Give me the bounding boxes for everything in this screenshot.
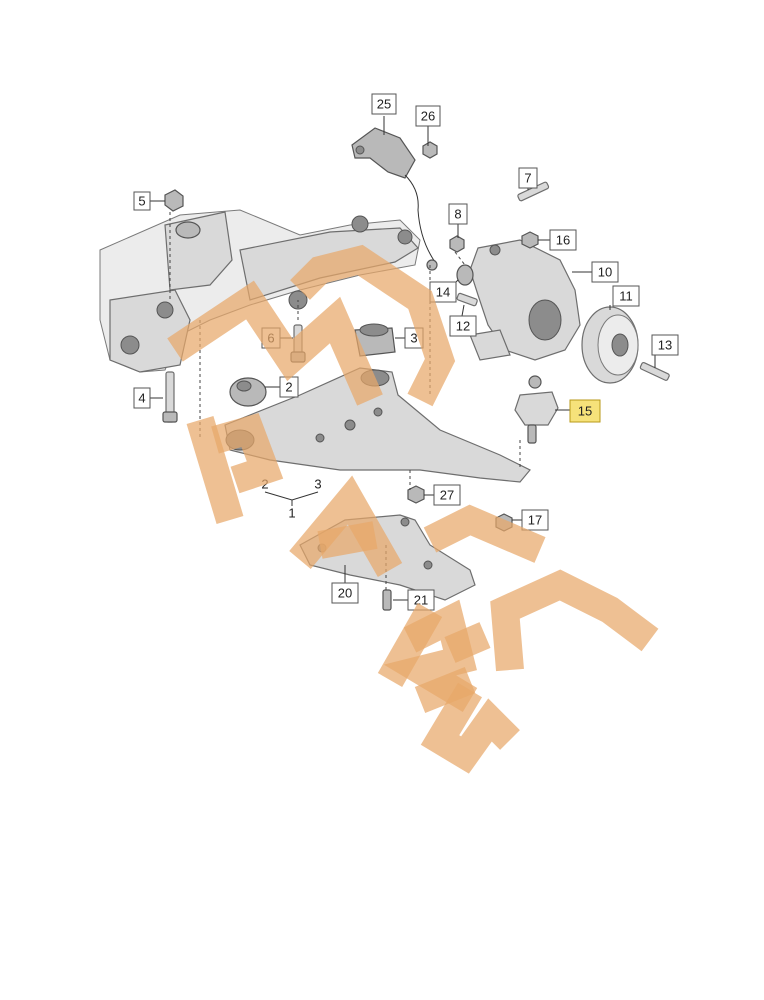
callout-25-label: 25 — [377, 97, 391, 112]
callout-27[interactable]: 27 — [433, 484, 461, 506]
callout-26-label: 26 — [421, 109, 435, 124]
callout-16-label: 16 — [556, 233, 570, 248]
callout-2-upper-label: 2 — [285, 380, 292, 395]
callout-10-label: 10 — [598, 265, 612, 280]
callout-17[interactable]: 17 — [521, 509, 549, 531]
nut-part-26 — [422, 141, 438, 159]
callout-13[interactable]: 13 — [651, 334, 679, 356]
nut-part-16 — [521, 231, 539, 249]
callout-4[interactable]: 4 — [133, 387, 151, 409]
callout-13-label: 13 — [658, 338, 672, 353]
callout-5-label: 5 — [138, 194, 145, 209]
callout-3-upper-label: 3 — [410, 331, 417, 346]
callout-2-upper[interactable]: 2 — [279, 376, 299, 398]
bushing-part-14 — [456, 264, 474, 286]
sensor-bracket-part-25 — [351, 127, 438, 271]
callout-8-label: 8 — [454, 207, 461, 222]
steering-knuckle-part-10 — [469, 239, 581, 361]
callout-21-label: 21 — [414, 593, 428, 608]
callout-14-label: 14 — [436, 285, 450, 300]
nut-part-5 — [164, 189, 184, 212]
nut-part-27 — [407, 485, 425, 504]
callout-14[interactable]: 14 — [429, 281, 457, 303]
ball-joint-part-15 — [514, 375, 559, 444]
callout-7[interactable]: 7 — [518, 167, 538, 189]
bushing-part-2 — [229, 377, 267, 407]
clip-part-21 — [382, 589, 392, 611]
callout-12-label: 12 — [456, 319, 470, 334]
callout-15-label: 15 — [578, 404, 592, 419]
callout-12[interactable]: 12 — [449, 315, 477, 337]
bolt-part-12 — [456, 292, 478, 307]
callout-20-label: 20 — [338, 586, 352, 601]
callout-25[interactable]: 25 — [371, 93, 397, 115]
bolt-part-4 — [162, 371, 178, 423]
callout-16[interactable]: 16 — [549, 229, 577, 251]
callout-4-label: 4 — [138, 391, 145, 406]
callout-3-lower-label: 3 — [314, 477, 321, 492]
callout-21[interactable]: 21 — [407, 589, 435, 611]
nut-part-8 — [449, 235, 465, 253]
callout-27-label: 27 — [440, 488, 454, 503]
callout-20[interactable]: 20 — [331, 582, 359, 604]
callout-10[interactable]: 10 — [591, 261, 619, 283]
callout-26[interactable]: 26 — [415, 105, 441, 127]
callout-5[interactable]: 5 — [133, 191, 151, 211]
callout-8[interactable]: 8 — [448, 203, 468, 225]
callout-11[interactable]: 11 — [612, 285, 640, 307]
callout-group-1[interactable]: 2 3 1 — [261, 477, 321, 521]
callout-15[interactable]: 15 — [569, 399, 601, 423]
callout-1-label: 1 — [288, 506, 295, 521]
watermark-logo — [167, 244, 659, 774]
bolt-part-13 — [639, 361, 670, 381]
callout-11-label: 11 — [619, 289, 633, 304]
wheel-hub-part-11 — [581, 306, 639, 384]
callout-7-label: 7 — [524, 171, 531, 186]
callout-17-label: 17 — [528, 513, 542, 528]
